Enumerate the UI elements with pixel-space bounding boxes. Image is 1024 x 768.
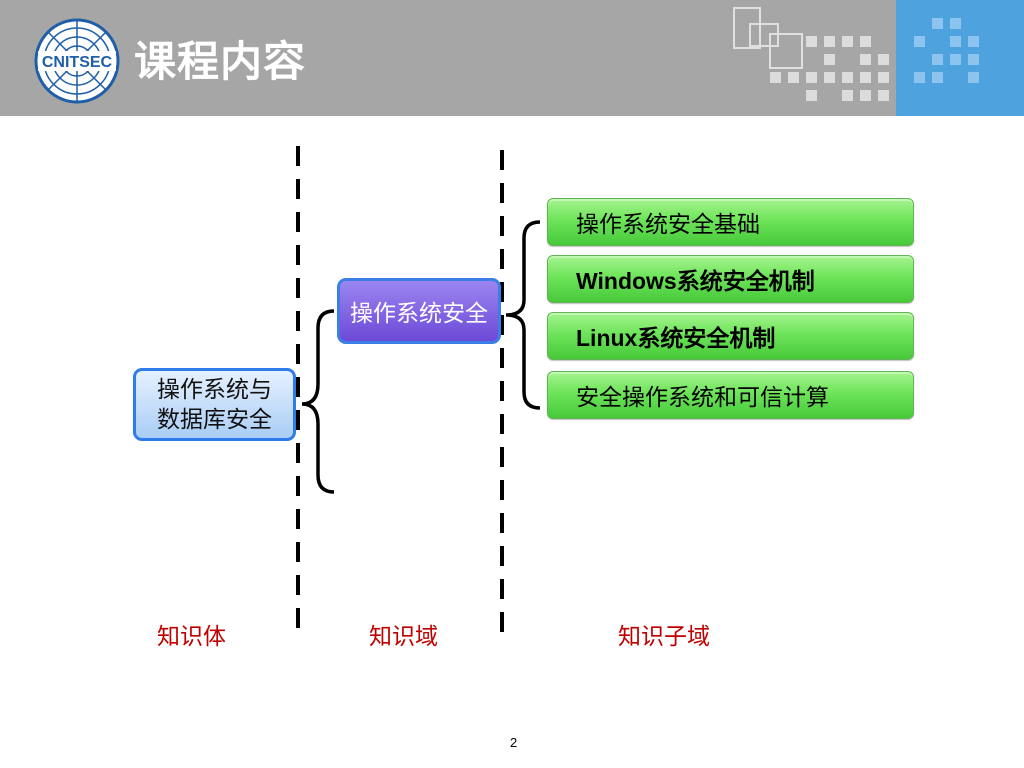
- subdomain-box-3: Linux系统安全机制: [547, 312, 914, 360]
- column-label-knowledge-subdomain: 知识子域: [618, 624, 710, 650]
- knowledge-body-label: 操作系统与 数据库安全: [157, 376, 272, 433]
- logo-text: CNITSEC: [42, 54, 113, 71]
- page-title: 课程内容: [134, 37, 307, 86]
- knowledge-domain-label: 操作系统安全: [350, 301, 488, 327]
- subdomain-label-3: Linux系统安全机制: [576, 325, 776, 351]
- knowledge-domain-box: 操作系统安全: [337, 278, 501, 344]
- subdomain-label-1: 操作系统安全基础: [576, 212, 760, 238]
- subdomain-label-2: Windows系统安全机制: [576, 268, 815, 294]
- page-number: 2: [510, 735, 518, 750]
- cnitsec-logo: CNITSEC: [34, 18, 120, 104]
- subdomain-box-1: 操作系统安全基础: [547, 198, 914, 246]
- right-brace: [505, 220, 541, 410]
- subdomain-label-4: 安全操作系统和可信计算: [576, 385, 829, 411]
- column-label-knowledge-domain: 知识域: [369, 624, 438, 650]
- subdomain-box-4: 安全操作系统和可信计算: [547, 371, 914, 419]
- header-bar: CNITSEC 课程内容: [0, 0, 1024, 116]
- left-brace: [301, 309, 335, 494]
- decorative-squares: [733, 7, 979, 101]
- subdomain-box-2: Windows系统安全机制: [547, 255, 914, 303]
- knowledge-body-box: 操作系统与 数据库安全: [133, 368, 296, 441]
- column-label-knowledge-body: 知识体: [157, 624, 226, 650]
